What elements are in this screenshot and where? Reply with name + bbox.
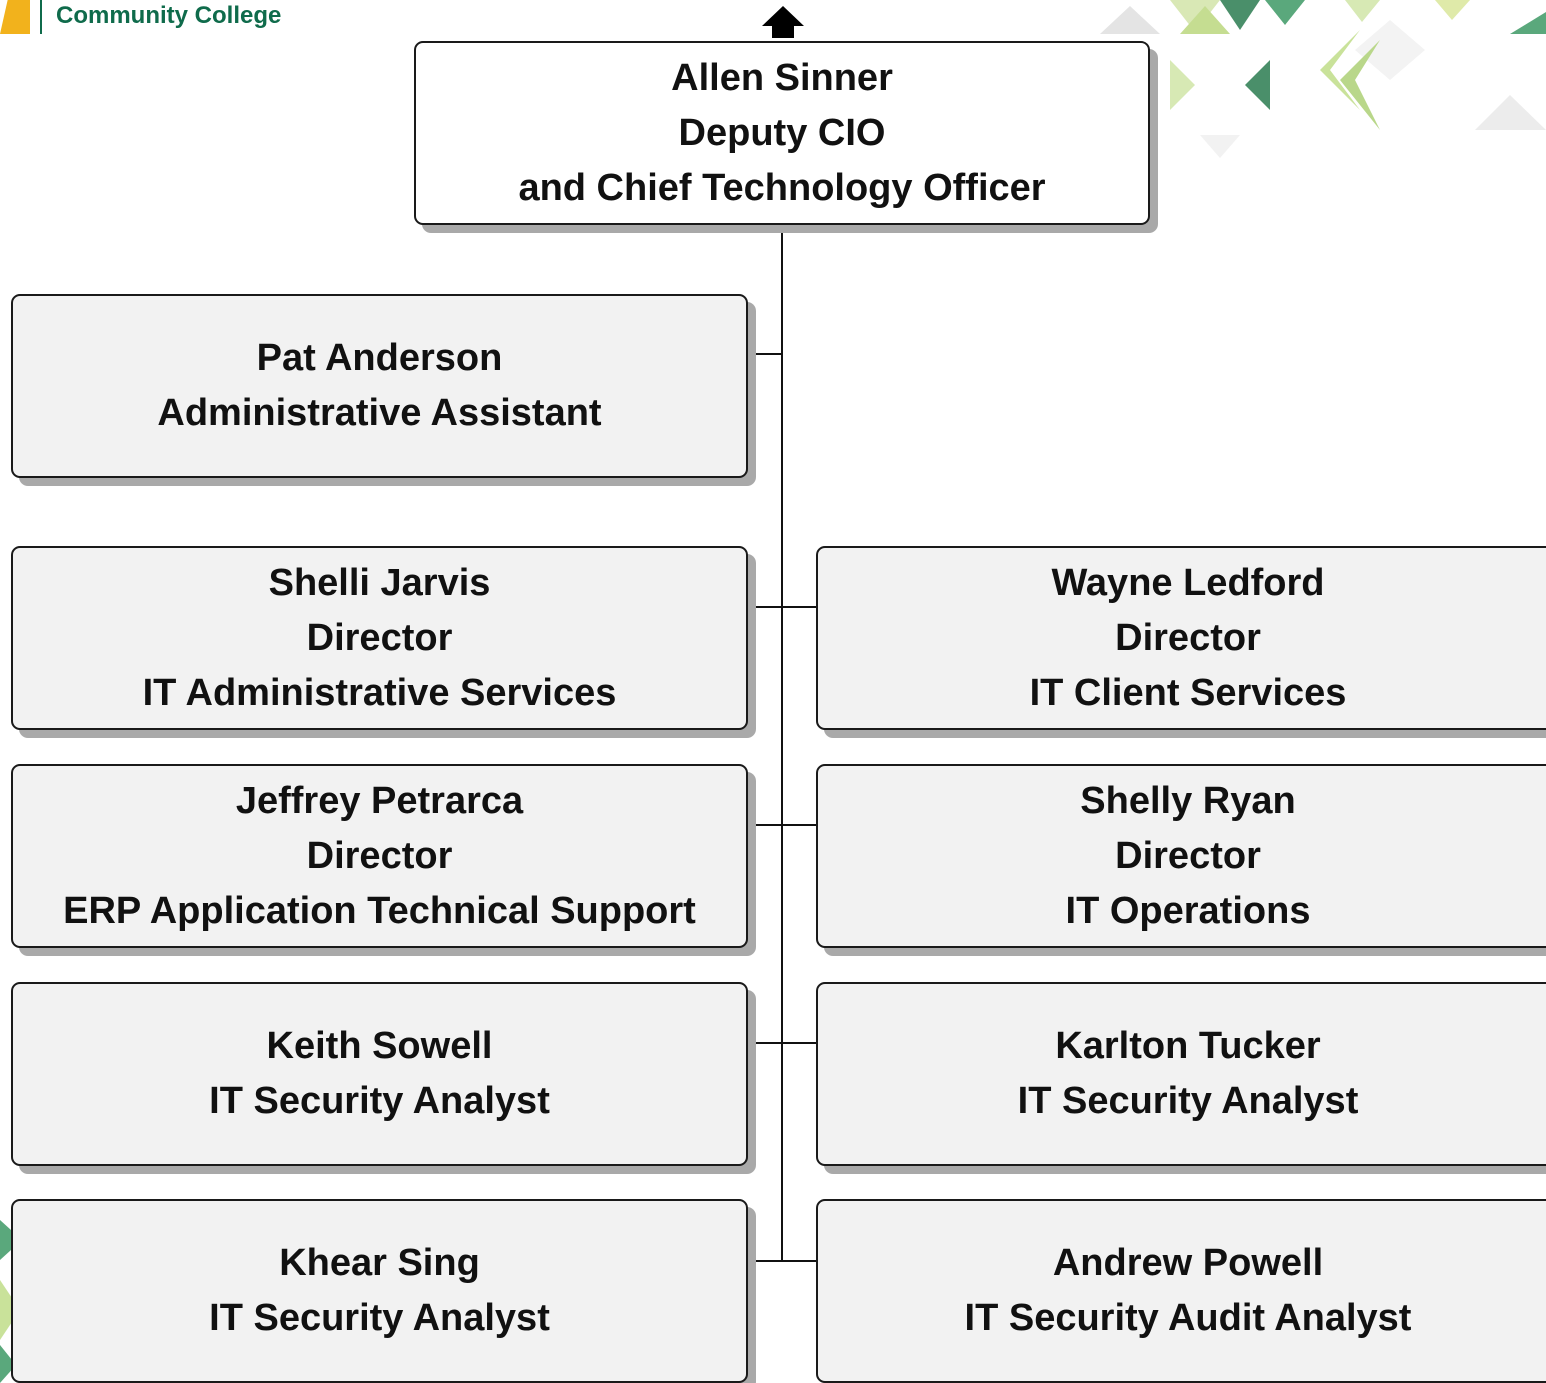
person-unit: ERP Application Technical Support bbox=[63, 889, 696, 932]
org-box-shelly-ryan[interactable]: Shelly Ryan Director IT Operations bbox=[816, 764, 1546, 948]
person-name: Allen Sinner bbox=[671, 56, 893, 99]
person-title: Director bbox=[1115, 834, 1261, 877]
person-title: Administrative Assistant bbox=[157, 392, 602, 434]
person-name: Keith Sowell bbox=[266, 1025, 493, 1067]
person-name: Shelli Jarvis bbox=[268, 561, 491, 604]
org-box-karlton-tucker[interactable]: Karlton Tucker IT Security Analyst bbox=[816, 982, 1546, 1166]
person-name: Pat Anderson bbox=[256, 337, 503, 379]
person-unit: IT Operations bbox=[1065, 889, 1311, 932]
person-title: IT Security Analyst bbox=[1017, 1080, 1359, 1122]
person-name: Andrew Powell bbox=[1052, 1242, 1324, 1284]
person-name: Shelly Ryan bbox=[1080, 779, 1296, 822]
logo-divider bbox=[40, 0, 42, 34]
college-name: Community College bbox=[56, 2, 282, 29]
person-name: Jeffrey Petrarca bbox=[235, 779, 524, 822]
person-subtitle: and Chief Technology Officer bbox=[518, 166, 1046, 209]
person-name: Khear Sing bbox=[279, 1242, 480, 1284]
org-box-wayne-ledford[interactable]: Wayne Ledford Director IT Client Service… bbox=[816, 546, 1546, 730]
person-title: Director bbox=[1115, 616, 1261, 659]
person-unit: IT Administrative Services bbox=[142, 671, 617, 714]
org-box-pat-anderson[interactable]: Pat Anderson Administrative Assistant bbox=[11, 294, 748, 478]
person-title: IT Security Analyst bbox=[209, 1080, 550, 1122]
person-title: Director bbox=[306, 616, 453, 659]
org-box-khear-sing[interactable]: Khear Sing IT Security Analyst bbox=[11, 1199, 748, 1383]
person-title: Director bbox=[306, 834, 453, 877]
org-box-shelli-jarvis[interactable]: Shelli Jarvis Director IT Administrative… bbox=[11, 546, 748, 730]
person-title: IT Security Analyst bbox=[209, 1297, 550, 1339]
person-name: Wayne Ledford bbox=[1051, 561, 1325, 604]
college-logo: Community College bbox=[0, 0, 310, 38]
org-box-andrew-powell[interactable]: Andrew Powell IT Security Audit Analyst bbox=[816, 1199, 1546, 1383]
arrow-up-icon[interactable] bbox=[760, 4, 806, 40]
org-box-jeffrey-petrarca[interactable]: Jeffrey Petrarca Director ERP Applicatio… bbox=[11, 764, 748, 948]
org-box-allen-sinner[interactable]: Allen Sinner Deputy CIO and Chief Techno… bbox=[414, 41, 1150, 225]
person-title: IT Security Audit Analyst bbox=[964, 1297, 1412, 1339]
org-box-keith-sowell[interactable]: Keith Sowell IT Security Analyst bbox=[11, 982, 748, 1166]
person-title: Deputy CIO bbox=[678, 111, 886, 154]
person-unit: IT Client Services bbox=[1029, 671, 1347, 714]
person-name: Karlton Tucker bbox=[1055, 1025, 1321, 1067]
